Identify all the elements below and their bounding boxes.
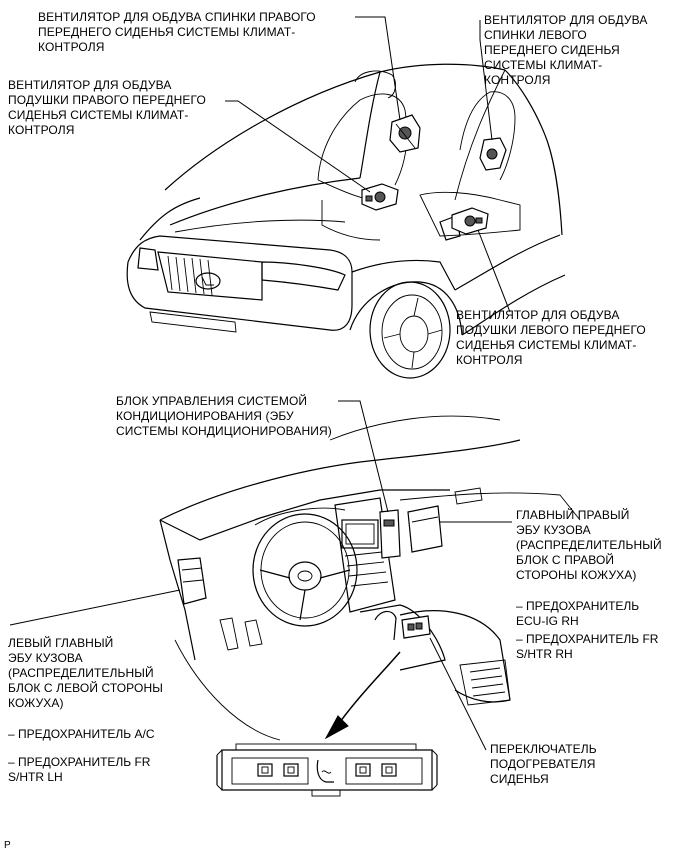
label-fan-back-left: ВЕНТИЛЯТОР ДЛЯ ОБДУВА СПИНКИ ЛЕВОГО ПЕРЕ… [484, 13, 648, 87]
fuse-ecu-ig-rh: – ПРЕДОХРАНИТЕЛЬ ECU-IG RH [516, 599, 640, 628]
fan-back-left-part [479, 137, 507, 171]
figure-code: P [4, 840, 11, 851]
fan-cushion-left-part [451, 207, 489, 235]
main-body-ecu-rh-part [407, 505, 443, 553]
fuse-a-c: – ПРЕДОХРАНИТЕЛЬ A/C [8, 727, 155, 741]
fan-back-right-part [389, 114, 421, 153]
label-main-body-ecu-lh: ЛЕВЫЙ ГЛАВНЫЙ ЭБУ КУЗОВА (РАСПРЕДЕЛИТЕЛЬ… [8, 636, 163, 710]
fuse-fr-s-htr-rh: – ПРЕДОХРАНИТЕЛЬ FR S/HTR RH [516, 632, 659, 661]
fuse-fr-s-htr-lh: – ПРЕДОХРАНИТЕЛЬ FR S/HTR LH [8, 755, 151, 784]
seat-heater-switch-detail [216, 743, 438, 797]
ac-ecu-part [379, 509, 401, 559]
dashboard-drawing [9, 400, 581, 797]
label-fan-back-right: ВЕНТИЛЯТОР ДЛЯ ОБДУВА СПИНКИ ПРАВОГО ПЕР… [38, 10, 316, 54]
seat-heater-switch-part [401, 615, 431, 639]
label-seat-heater-switch: ПЕРЕКЛЮЧАТЕЛЬ ПОДОГРЕВАТЕЛЯ СИДЕНЬЯ [490, 742, 597, 786]
label-main-body-ecu-rh: ГЛАВНЫЙ ПРАВЫЙ ЭБУ КУЗОВА (РАСПРЕДЕЛИТЕЛ… [516, 508, 662, 582]
main-body-ecu-lh-part [177, 557, 207, 605]
label-fan-cushion-left: ВЕНТИЛЯТОР ДЛЯ ОБДУВА ПОДУШКИ ЛЕВОГО ПЕР… [456, 308, 646, 367]
fan-cushion-right-part [361, 183, 399, 211]
label-ac-ecu: БЛОК УПРАВЛЕНИЯ СИСТЕМОЙ КОНДИЦИОНИРОВАН… [116, 394, 332, 438]
label-fan-cushion-right: ВЕНТИЛЯТОР ДЛЯ ОБДУВА ПОДУШКИ ПРАВОГО ПЕ… [8, 78, 206, 137]
car-exterior-drawing [126, 16, 566, 379]
